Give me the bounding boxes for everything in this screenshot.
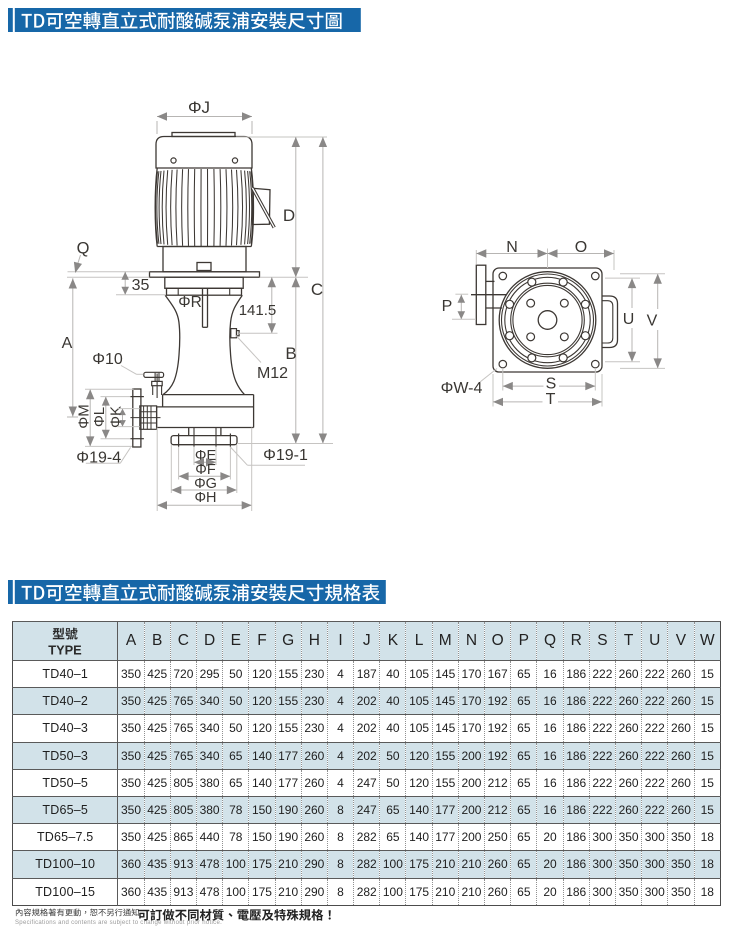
svg-text:ΦR: ΦR [178,294,202,311]
svg-text:ΦH: ΦH [194,490,216,506]
svg-text:Q: Q [77,239,90,257]
svg-text:D: D [283,206,295,225]
svg-text:Φ19-1: Φ19-1 [263,447,308,464]
svg-text:T: T [546,391,556,408]
svg-text:Φ19-4: Φ19-4 [76,450,121,467]
svg-text:U: U [623,311,635,328]
svg-text:ΦM: ΦM [76,404,93,428]
svg-text:A: A [62,335,73,352]
svg-text:ΦW-4: ΦW-4 [441,380,483,397]
svg-text:O: O [575,239,587,256]
svg-text:C: C [311,280,323,299]
svg-text:ΦJ: ΦJ [188,98,210,117]
svg-text:M12: M12 [257,365,288,382]
svg-text:N: N [506,239,518,256]
svg-text:B: B [285,344,296,363]
svg-text:ΦG: ΦG [194,476,217,492]
svg-text:ΦK: ΦK [108,406,125,428]
svg-text:141.5: 141.5 [239,302,277,319]
svg-text:V: V [647,313,658,330]
svg-text:TYPE: TYPE [48,643,82,658]
svg-text:P: P [442,298,453,315]
svg-text:35: 35 [132,277,150,294]
svg-text:S: S [546,375,557,392]
svg-text:ΦF: ΦF [195,462,216,478]
svg-text:ΦL: ΦL [91,407,108,427]
svg-text:Φ10: Φ10 [92,351,123,368]
